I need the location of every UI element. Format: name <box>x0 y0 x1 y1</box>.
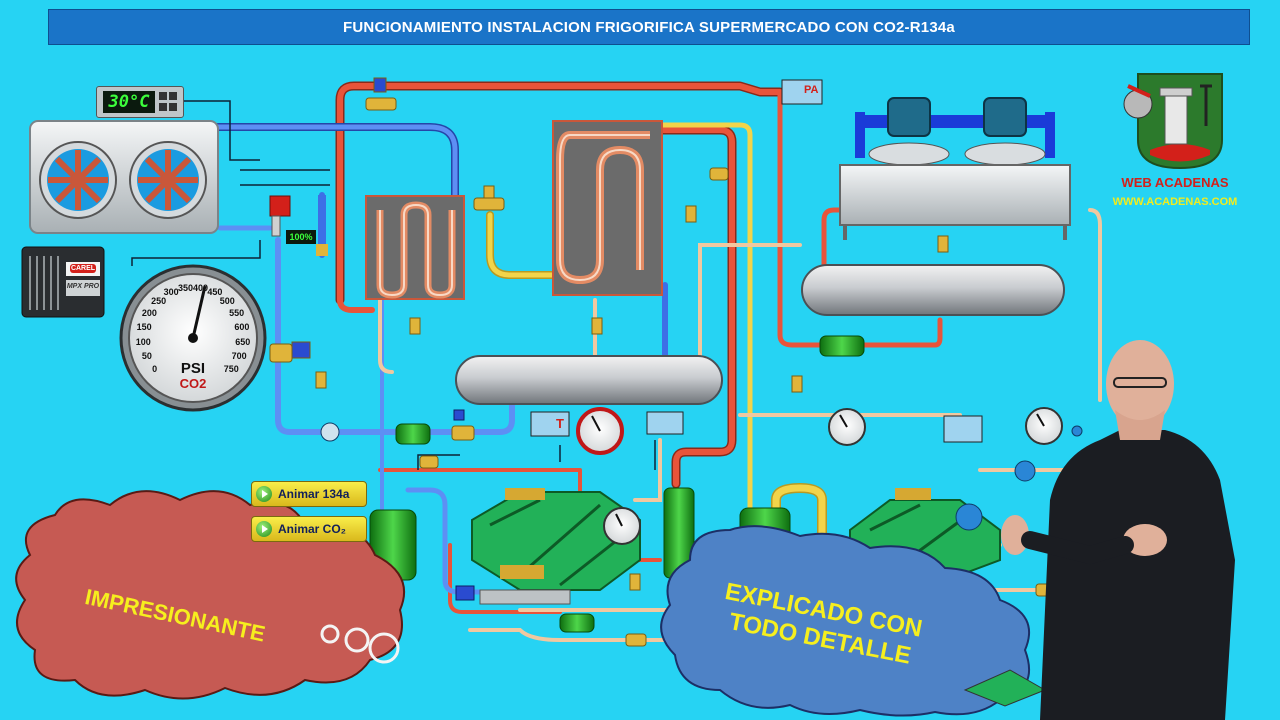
valve-opening-readout: 100% <box>286 230 316 244</box>
thermostat-button-icon <box>159 92 167 100</box>
evaporative-condenser <box>839 97 1071 240</box>
gauge-tick-label: 100 <box>135 336 151 347</box>
gauge-tick-label: 300 <box>163 287 179 298</box>
animate-134a-button[interactable]: Animar 134a <box>251 481 367 507</box>
air-condenser-unit <box>29 120 219 234</box>
thermostat-display: 30°C <box>96 86 184 118</box>
co2-compressor <box>471 488 641 605</box>
heat-exchanger-right <box>552 120 663 296</box>
brass-valves <box>269 77 1055 647</box>
blue-solenoids <box>453 409 475 601</box>
liquid-pipes <box>486 122 827 545</box>
sight-glasses <box>320 422 1083 531</box>
carel-controller <box>21 246 105 318</box>
gauge-tick-label: 50 <box>141 351 152 362</box>
co2-pressure-gauge-dial <box>119 264 267 412</box>
gauge-unit: PSI <box>180 360 206 377</box>
thermostat-button-icon <box>169 92 177 100</box>
gauge-tick-label: 500 <box>219 295 235 306</box>
heat-exchanger-left <box>365 195 465 300</box>
gauge-tick-label: 750 <box>223 364 239 375</box>
pressure-switches <box>530 79 983 443</box>
thermostat-switch-label: T <box>556 416 564 431</box>
play-icon <box>256 521 272 537</box>
gauge-tick-label: 200 <box>141 307 157 318</box>
gauge-tick-label: 150 <box>136 321 152 332</box>
presenter-figure <box>1001 340 1235 720</box>
acadenas-logo-shield <box>1123 73 1223 170</box>
animate-co2-button[interactable]: Animar CO₂ <box>251 516 367 542</box>
thermostat-button-icon <box>159 103 167 111</box>
fan-left <box>39 141 117 219</box>
gauge-tick-label: 450 <box>207 287 223 298</box>
co2-receiver-tank <box>455 355 723 405</box>
gauge-fluid: CO2 <box>179 376 207 391</box>
controller-brand: CAREL <box>70 265 96 272</box>
filter-dryer-oil <box>559 613 595 633</box>
gauge-tick-label: 600 <box>234 321 250 332</box>
controller-model: MPX PRO <box>66 283 100 290</box>
high-pressure-switch-label: PA <box>804 84 819 96</box>
gauge-tick-label: 350 <box>177 282 193 293</box>
small-pressure-gauges <box>576 407 1063 545</box>
expansion-valve <box>269 195 328 256</box>
logo-name: WEB ACADENAS <box>1121 175 1229 190</box>
temperature-readout: 30°C <box>103 91 155 113</box>
filter-dryer-co2 <box>395 423 431 445</box>
animate-co2-label: Animar CO₂ <box>278 522 347 536</box>
fan-right <box>129 141 207 219</box>
cloud-left <box>15 490 405 700</box>
gauge-tick-label: 650 <box>235 336 251 347</box>
logo-url[interactable]: WWW.ACADENAS.COM <box>1112 196 1238 208</box>
play-icon <box>256 486 272 502</box>
control-wiring <box>131 100 656 470</box>
thermostat-button-icon <box>169 103 177 111</box>
gauge-tick-label: 400 <box>193 282 209 293</box>
title-banner: FUNCIONAMIENTO INSTALACION FRIGORIFICA S… <box>48 9 1250 45</box>
animate-134a-label: Animar 134a <box>278 487 350 501</box>
gauge-tick-label: 250 <box>151 295 167 306</box>
filter-dryer-134a <box>819 335 865 357</box>
gauge-tick-label: 0 <box>152 364 158 375</box>
gauge-tick-label: 550 <box>229 307 245 318</box>
gauge-tick-label: 700 <box>231 351 247 362</box>
page-title: FUNCIONAMIENTO INSTALACION FRIGORIFICA S… <box>343 18 955 36</box>
r134a-receiver-tank <box>801 264 1065 316</box>
